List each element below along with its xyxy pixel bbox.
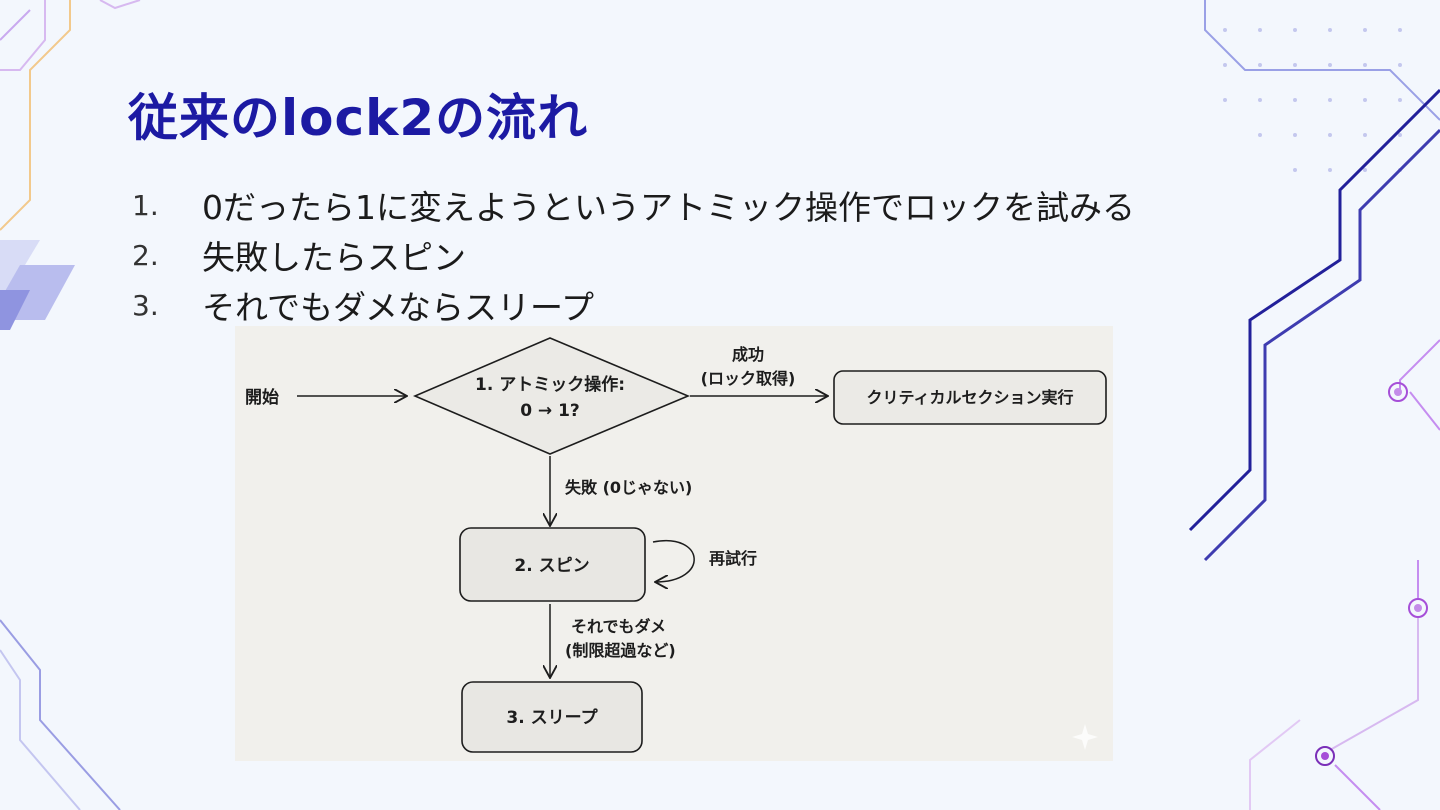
flowchart-image: 開始 1. アトミック操作: 0 → 1? 成功 (ロック取得) クリティカルセ… bbox=[235, 326, 1113, 761]
sparkle-icon bbox=[1072, 724, 1098, 750]
step-number: 1. bbox=[132, 189, 202, 222]
flowchart: 開始 1. アトミック操作: 0 → 1? 成功 (ロック取得) クリティカルセ… bbox=[235, 326, 1113, 761]
step-text: 0だったら1に変えようというアトミック操作でロックを試みる bbox=[202, 181, 1135, 229]
step-item: 3. それでもダメならスリープ bbox=[132, 280, 1135, 330]
start-label: 開始 bbox=[245, 387, 279, 408]
decision-diamond bbox=[415, 338, 688, 454]
step-text: それでもダメならスリープ bbox=[202, 281, 594, 329]
retry-label: 再試行 bbox=[709, 549, 757, 568]
step-number: 3. bbox=[132, 289, 202, 322]
critical-section-label: クリティカルセクション実行 bbox=[866, 388, 1073, 407]
steps-list: 1. 0だったら1に変えようというアトミック操作でロックを試みる 2. 失敗した… bbox=[132, 180, 1135, 330]
step-item: 1. 0だったら1に変えようというアトミック操作でロックを試みる bbox=[132, 180, 1135, 230]
success-sublabel: (ロック取得) bbox=[701, 369, 796, 388]
sleep-label: 3. スリープ bbox=[506, 707, 598, 728]
decision-label: 1. アトミック操作: bbox=[475, 374, 625, 395]
slide-title: 従来のlock2の流れ bbox=[128, 78, 588, 150]
success-label: 成功 bbox=[732, 345, 764, 364]
retry-loop-arrow bbox=[653, 541, 694, 582]
still-fail-sublabel: (制限超過など) bbox=[565, 641, 676, 660]
decision-sublabel: 0 → 1? bbox=[520, 401, 580, 421]
spin-label: 2. スピン bbox=[514, 556, 589, 576]
step-number: 2. bbox=[132, 239, 202, 272]
step-item: 2. 失敗したらスピン bbox=[132, 230, 1135, 280]
still-fail-label: それでもダメ bbox=[571, 617, 666, 636]
fail-label: 失敗 (0じゃない) bbox=[565, 478, 692, 497]
step-text: 失敗したらスピン bbox=[202, 231, 466, 279]
